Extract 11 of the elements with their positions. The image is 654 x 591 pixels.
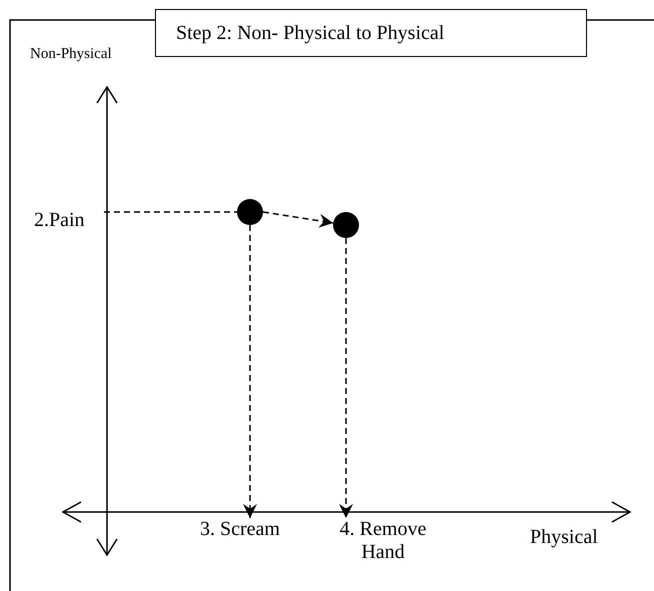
point-dot	[333, 212, 359, 238]
point-label: 3. Scream	[190, 518, 290, 542]
point-dot	[237, 199, 263, 225]
point-label: 4. Remove Hand	[322, 518, 444, 566]
point-label: 2.Pain	[34, 209, 104, 235]
axis-label: Physical	[530, 526, 598, 549]
dashed-arrow	[262, 211, 334, 228]
title-box: Step 2: Non- Physical to Physical	[155, 9, 587, 57]
axis-label: Non-Physical	[30, 46, 112, 63]
dashed-arrow	[339, 238, 353, 518]
dashed-arrow	[243, 225, 257, 518]
